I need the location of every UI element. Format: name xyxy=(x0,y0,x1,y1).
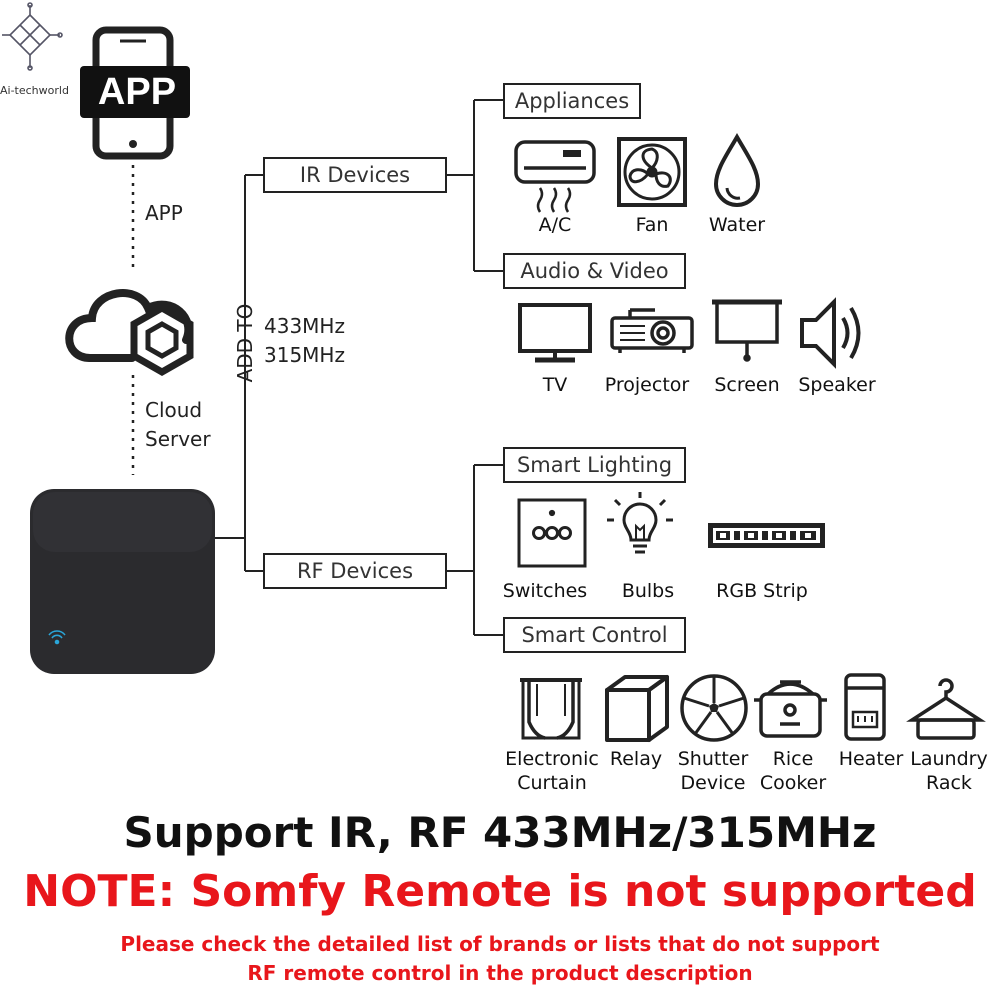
hub-device-icon xyxy=(30,489,215,674)
item-label-bulbs: Bulbs xyxy=(621,580,675,602)
item-label-rice-cooker-line1: Rice xyxy=(772,748,814,770)
item-label-rgb-strip: RGB Strip xyxy=(716,580,808,602)
cloud-label-line2: Server xyxy=(145,427,211,451)
item-label-laundry-rack: Laundry Rack xyxy=(906,747,992,795)
item-label-shutter-line1: Shutter xyxy=(677,748,749,770)
ac-icon xyxy=(514,140,596,213)
cloud-icon xyxy=(65,289,194,377)
item-label-laundry-rack-line2: Rack xyxy=(926,772,972,794)
rf-devices-box: RF Devices xyxy=(263,553,447,589)
item-label-laundry-rack-line1: Laundry xyxy=(910,748,988,770)
item-label-ac: A/C xyxy=(538,214,572,236)
note-headline: NOTE: Somfy Remote is not supported xyxy=(23,866,977,917)
disclaimer-text: Please check the detailed list of brands… xyxy=(0,930,1000,988)
item-label-shutter: Shutter Device xyxy=(671,747,755,795)
rice-cooker-icon xyxy=(754,680,827,738)
disclaimer-line2: RF remote control in the product descrip… xyxy=(247,961,753,985)
laundry-rack-icon xyxy=(906,678,986,740)
curtain-icon xyxy=(520,678,582,740)
item-label-curtain-line1: Electronic xyxy=(505,748,599,770)
support-headline: Support IR, RF 433MHz/315MHz xyxy=(123,808,877,857)
phone-icon xyxy=(80,26,190,160)
item-label-relay: Relay xyxy=(609,748,663,770)
fan-icon xyxy=(617,137,687,207)
watermark-logo-icon xyxy=(2,2,63,71)
item-label-heater: Heater xyxy=(838,748,904,770)
item-label-water: Water xyxy=(708,214,766,236)
ir-devices-box: IR Devices xyxy=(263,157,447,193)
freq-433-label: 433MHz xyxy=(264,314,345,338)
disclaimer-line1: Please check the detailed list of brands… xyxy=(120,932,880,956)
item-label-speaker: Speaker xyxy=(798,374,876,396)
wifi-indicator-icon xyxy=(48,630,66,645)
speaker-icon xyxy=(800,297,861,369)
projector-icon xyxy=(610,308,694,353)
freq-315-label: 315MHz xyxy=(264,343,345,367)
bulb-icon xyxy=(607,492,673,554)
relay-icon xyxy=(605,675,669,742)
item-label-screen: Screen xyxy=(714,374,780,396)
watermark-text: Ai-techworld xyxy=(0,84,69,97)
switch-icon xyxy=(517,498,587,568)
item-label-switches: Switches xyxy=(502,580,588,602)
item-label-rice-cooker: Rice Cooker xyxy=(752,747,834,795)
item-label-projector: Projector xyxy=(604,374,690,396)
phone-screen-text: APP xyxy=(97,70,177,113)
smart-control-box: Smart Control xyxy=(503,617,686,653)
item-label-curtain: Electronic Curtain xyxy=(498,747,606,795)
smart-lighting-box: Smart Lighting xyxy=(503,447,686,483)
item-label-rice-cooker-line2: Cooker xyxy=(759,772,827,794)
app-label: APP xyxy=(145,201,183,225)
rgb-strip-icon xyxy=(708,523,825,548)
item-label-curtain-line2: Curtain xyxy=(517,772,587,794)
add-to-label: ADD TO xyxy=(233,303,257,383)
item-label-shutter-line2: Device xyxy=(680,772,746,794)
shutter-icon xyxy=(680,674,748,742)
tv-icon xyxy=(518,303,592,363)
connector-lines xyxy=(131,99,503,636)
cloud-label-line1: Cloud xyxy=(145,398,203,422)
heater-icon xyxy=(844,673,886,741)
screen-icon xyxy=(712,299,782,362)
appliances-box: Appliances xyxy=(503,83,641,119)
item-label-fan: Fan xyxy=(635,214,669,236)
audio-video-box: Audio & Video xyxy=(503,253,686,289)
item-label-tv: TV xyxy=(542,374,568,396)
water-drop-icon xyxy=(713,133,761,207)
